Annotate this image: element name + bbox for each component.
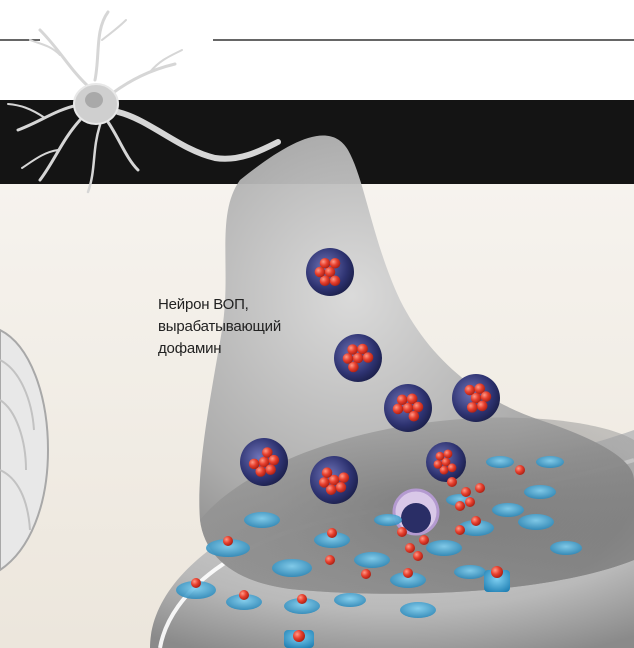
dopamine-molecule-9 [325, 555, 335, 565]
transporter-2-dopamine [293, 630, 305, 642]
dopamine-molecule-1 [461, 487, 471, 497]
receptor-4 [354, 552, 390, 568]
receptor-15 [454, 565, 486, 579]
bound-dopamine-2 [403, 568, 413, 578]
vesicle-3 [452, 374, 500, 422]
receptor-6 [426, 540, 462, 556]
neuron-label-line-1: Нейрон ВОП, [158, 294, 281, 316]
transporter-1-dopamine [491, 566, 503, 578]
dopamine-molecule-4 [455, 501, 465, 511]
dopamine-molecule-0 [447, 477, 457, 487]
receptor-20 [486, 456, 514, 468]
dopamine-molecule-12 [515, 465, 525, 475]
receptor-14 [400, 602, 436, 618]
dopamine-molecule-10 [361, 569, 371, 579]
bound-dopamine-5 [239, 590, 249, 600]
receptor-18 [374, 514, 402, 526]
receptor-16 [518, 514, 554, 530]
neuron-nucleus [85, 92, 103, 108]
dopamine-molecule-11 [455, 525, 465, 535]
receptor-2 [272, 559, 312, 577]
bound-dopamine-3 [471, 516, 481, 526]
vesicle-5 [310, 456, 358, 504]
receptor-17 [550, 541, 582, 555]
receptor-1 [244, 512, 280, 528]
receptor-13 [334, 593, 366, 607]
receptor-9 [524, 485, 556, 499]
dopamine-molecule-3 [475, 483, 485, 493]
receptor-8 [492, 503, 524, 517]
dopamine-molecule-6 [405, 543, 415, 553]
vesicle-0 [306, 248, 354, 296]
neuron-label-line-2: вырабатывающий [158, 316, 281, 338]
bound-dopamine-6 [297, 594, 307, 604]
dopamine-molecule-5 [397, 527, 407, 537]
neuron-label-line-3: дофамин [158, 338, 281, 360]
vesicle-6 [426, 442, 466, 482]
dopamine-molecule-8 [413, 551, 423, 561]
dopamine-molecule-7 [419, 535, 429, 545]
dopamine-molecule-2 [465, 497, 475, 507]
receptor-21 [536, 456, 564, 468]
vesicle-4 [240, 438, 288, 486]
vesicle-2 [384, 384, 432, 432]
neuron-label: Нейрон ВОП, вырабатывающий дофамин [158, 294, 281, 360]
bound-dopamine-1 [327, 528, 337, 538]
vesicle-1 [334, 334, 382, 382]
bound-dopamine-4 [191, 578, 201, 588]
bound-dopamine-0 [223, 536, 233, 546]
